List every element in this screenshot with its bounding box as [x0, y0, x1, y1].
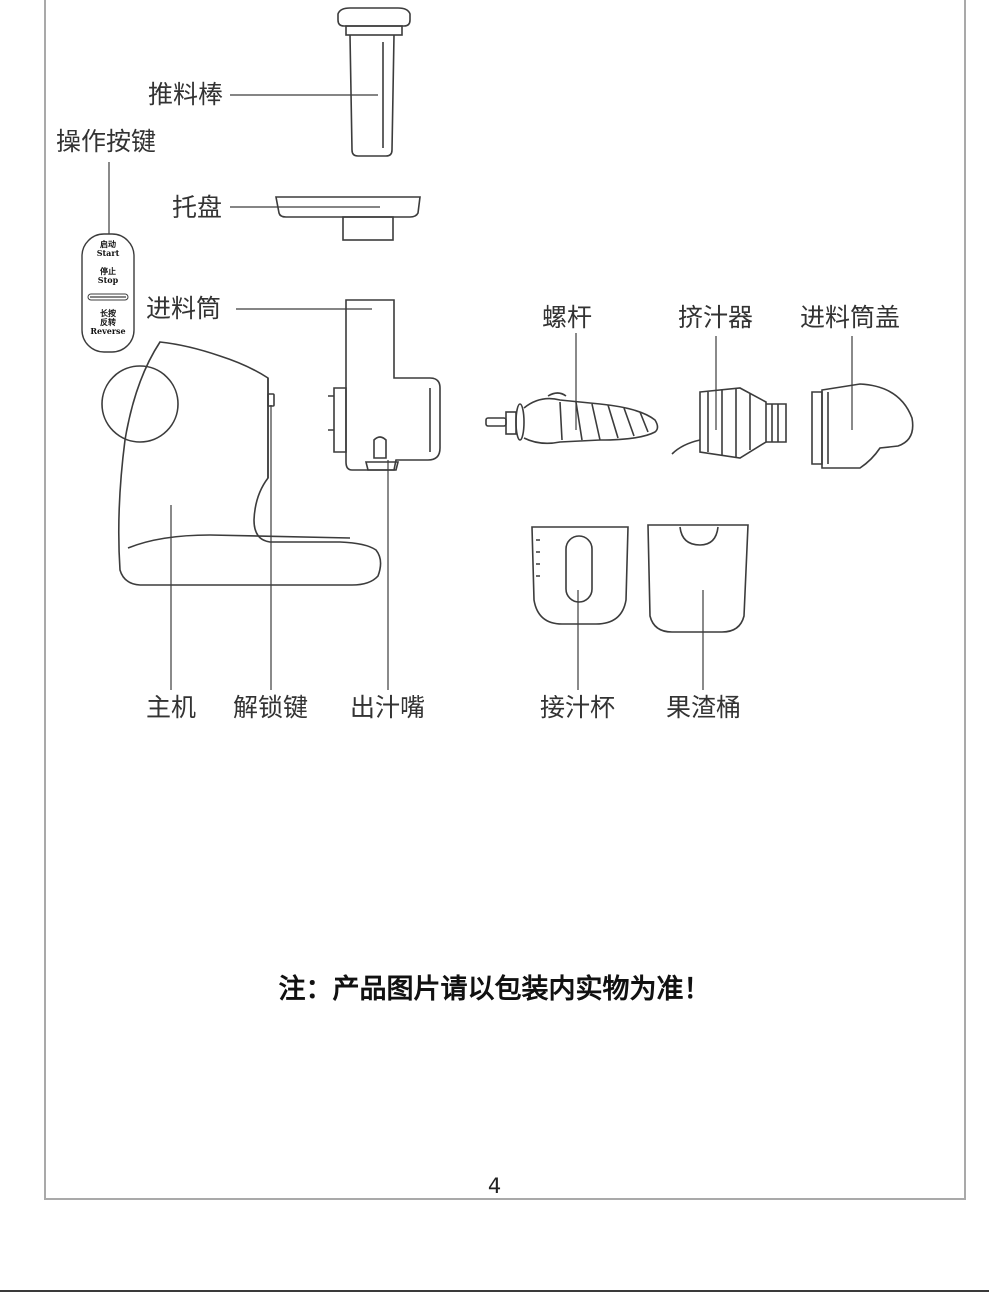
squeezer-label: 挤汁器 [678, 303, 754, 332]
juice-spout-label: 出汁嘴 [350, 693, 426, 722]
juice-cup-label: 接汁杯 [540, 693, 616, 722]
control-buttons-label: 操作按键 [56, 127, 157, 156]
screw-drawing [485, 392, 659, 445]
start-en: Start [96, 248, 120, 258]
stop-en: Stop [97, 275, 119, 285]
unlock-key-label: 解锁键 [233, 693, 309, 722]
pusher-drawing [337, 7, 411, 157]
screw-label: 螺杆 [542, 303, 593, 332]
feed-tube-cover-drawing [811, 383, 914, 469]
reverse-button[interactable]: 长按 反转 Reverse [86, 309, 130, 336]
reverse-cn2: 反转 [100, 317, 116, 327]
start-cn: 启动 [100, 239, 116, 249]
feed-tube-cover-label: 进料筒盖 [800, 303, 901, 332]
juice-cup-drawing [531, 526, 629, 625]
main-unit-drawing [101, 341, 382, 586]
stop-cn: 停止 [100, 266, 116, 276]
tray-drawing [275, 196, 421, 241]
product-note: 注：产品图片请以包装内实物为准！ [278, 974, 711, 1005]
reverse-cn1: 长按 [100, 308, 116, 318]
footer-rule [0, 1290, 989, 1292]
control-panel[interactable] [81, 233, 135, 353]
start-button[interactable]: 启动 Start [86, 240, 130, 258]
stop-button[interactable]: 停止 Stop [86, 267, 130, 285]
feed-tube-drawing [328, 299, 441, 471]
pulp-bin-drawing [647, 524, 749, 633]
pulp-bin-label: 果渣桶 [666, 693, 742, 722]
squeezer-drawing [671, 387, 787, 459]
pusher-label: 推料棒 [148, 80, 224, 109]
reverse-en: Reverse [90, 326, 126, 336]
page-number: 4 [487, 1174, 502, 1198]
page-frame [44, 0, 966, 1200]
main-unit-label: 主机 [146, 693, 197, 722]
feed-tube-label: 进料筒 [146, 294, 222, 323]
tray-label: 托盘 [172, 193, 223, 222]
